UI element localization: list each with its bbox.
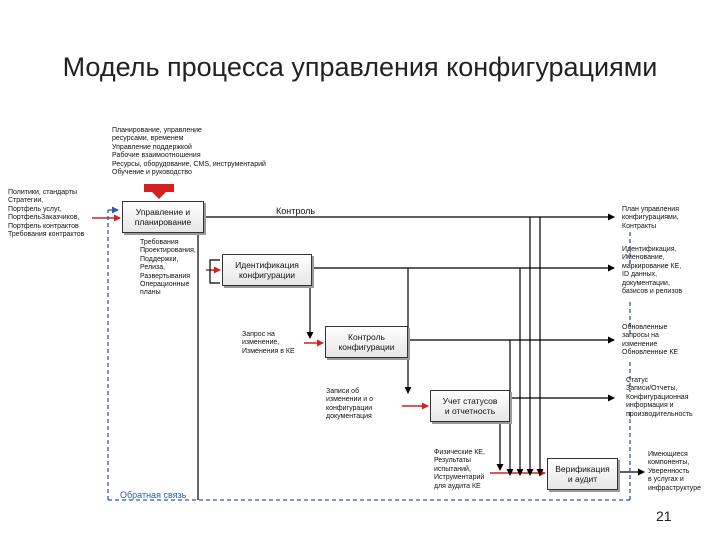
- output-label-identify: Идентификация, Именование, маркирование …: [622, 246, 683, 296]
- slide-number: 21: [656, 508, 672, 524]
- feedback-label: Обратная связь: [120, 490, 187, 500]
- output-label-control: Обновленные запросы на изменение Обновле…: [622, 324, 679, 357]
- control-connectors: [197, 217, 544, 500]
- status-inputs-label: Записи об изменении и о конфигурации док…: [326, 388, 373, 421]
- box-plan: Управление и планирование: [122, 201, 204, 233]
- output-label-plan: План управления конфигурациями, Контракт…: [622, 206, 679, 230]
- verify-inputs-label: Физические КЕ, Результаты испытаний, Ист…: [434, 449, 485, 490]
- feedback-loop: [107, 206, 631, 501]
- box-verify: Верификация и аудит: [547, 458, 618, 490]
- page-title: Модель процесса управления конфигурациям…: [62, 52, 658, 82]
- top-input-arrow: [144, 184, 174, 199]
- left-inputs-label: Политики, стандарты Стратегии, Портфель …: [8, 189, 85, 239]
- output-label-verify: Имеющиеся компоненты, Уверенность в услу…: [648, 451, 701, 492]
- identify-inputs-label: Требования Проектирования, Поддержки, Ре…: [140, 239, 196, 297]
- top-inputs-label: Планирование, управление ресурсами, врем…: [112, 127, 266, 177]
- control-line-label: Контроль: [276, 206, 316, 216]
- control-inputs-label: Запрос на изменение, Изменения в КЕ: [242, 331, 295, 355]
- box-status: Учет статусов и отчетность: [430, 390, 510, 422]
- output-label-status: Статус Записи/Отчеты, Конфигурационная и…: [626, 377, 693, 418]
- box-control: Контроль конфигурации: [325, 326, 408, 358]
- box-identify: Идентификация конфигурации: [222, 254, 312, 286]
